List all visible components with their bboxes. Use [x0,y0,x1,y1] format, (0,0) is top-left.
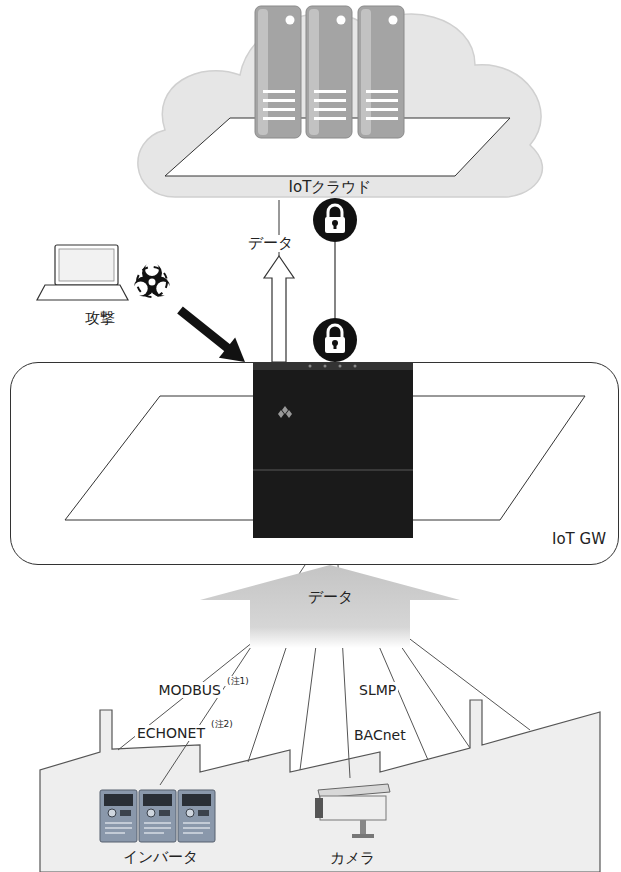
attack-arrow [180,310,228,348]
node-label: IoT GW [552,531,606,548]
gateway-box: IoT GW [10,362,619,565]
wire-fan [118,630,530,770]
inverter-device: インバータ [95,785,225,867]
lock-icon [313,318,357,362]
flow-label: データ [308,589,353,606]
cloud-region: IoTクラウド [120,0,540,200]
protocol-label: MODBUS [156,682,223,698]
node-label: IoTクラウド [289,179,372,196]
node-label: インバータ [123,849,198,866]
cloud-illustration [120,0,540,200]
gateway-device [10,362,619,565]
node-label: カメラ [330,850,375,867]
arrow-head [219,337,245,362]
protocol-label: SLMP [357,682,398,698]
lock-icon [313,198,357,242]
factory-building [40,700,600,872]
secure-link [334,242,335,318]
node-label: 攻撃 [85,310,115,327]
data-arrow [264,256,294,362]
note-mark: (注1) [225,676,251,686]
data-flow-arrow [200,565,460,648]
attacker-pc: 攻撃 [30,238,180,330]
camera-device: カメラ [300,778,405,868]
edge-label: データ [246,235,295,252]
protocol-label: ECHONET [135,725,207,741]
protocol-label: BACnet [352,727,408,743]
note-mark: (注2) [209,719,235,729]
